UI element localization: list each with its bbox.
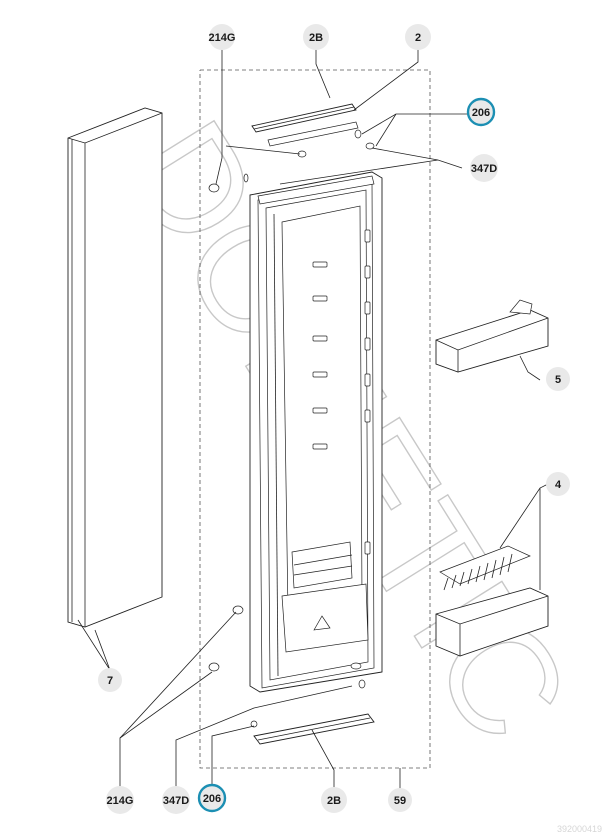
label-2: 2	[405, 24, 431, 50]
label-347d-top: 347D	[470, 154, 498, 182]
label-214g-bottom: 214G	[106, 786, 134, 814]
label-4: 4	[546, 472, 570, 496]
catalog-code: 392000419	[557, 824, 602, 834]
label-text: 59	[394, 795, 406, 807]
shelf-slots	[312, 229, 371, 555]
label-2b-top: 2B	[303, 24, 329, 50]
top-hinge-bar-part	[251, 103, 359, 147]
label-214g-top: 214G	[209, 24, 236, 50]
label-text: 214G	[209, 32, 236, 44]
label-text: 7	[107, 675, 113, 687]
leader-lines	[77, 48, 549, 790]
label-7: 7	[98, 668, 122, 692]
label-text: 347D	[471, 163, 497, 175]
label-text: 5	[555, 374, 561, 386]
label-59: 59	[388, 788, 412, 812]
assembly-outline	[199, 69, 431, 769]
bin-rack-bars	[443, 553, 513, 591]
label-text: 4	[555, 479, 562, 491]
label-206-top-highlighted: 206	[466, 97, 496, 127]
bottom-hinge-bar-part	[253, 713, 375, 745]
door-panel-part	[67, 107, 163, 628]
door-bin-large-part	[435, 545, 549, 657]
label-5: 5	[546, 367, 570, 391]
label-text: 347D	[163, 795, 189, 807]
label-text: 206	[203, 793, 221, 805]
label-347d-bottom: 347D	[162, 786, 190, 814]
label-text: 206	[472, 107, 490, 119]
door-liner-part	[249, 171, 383, 693]
label-text: 2	[415, 32, 421, 44]
label-2b-bottom: 2B	[321, 787, 347, 813]
label-text: 2B	[327, 795, 341, 807]
label-text: 2B	[309, 32, 323, 44]
label-text: 214G	[107, 795, 134, 807]
label-206-bottom-highlighted: 206	[197, 783, 227, 813]
door-bin-small-part	[435, 299, 549, 373]
